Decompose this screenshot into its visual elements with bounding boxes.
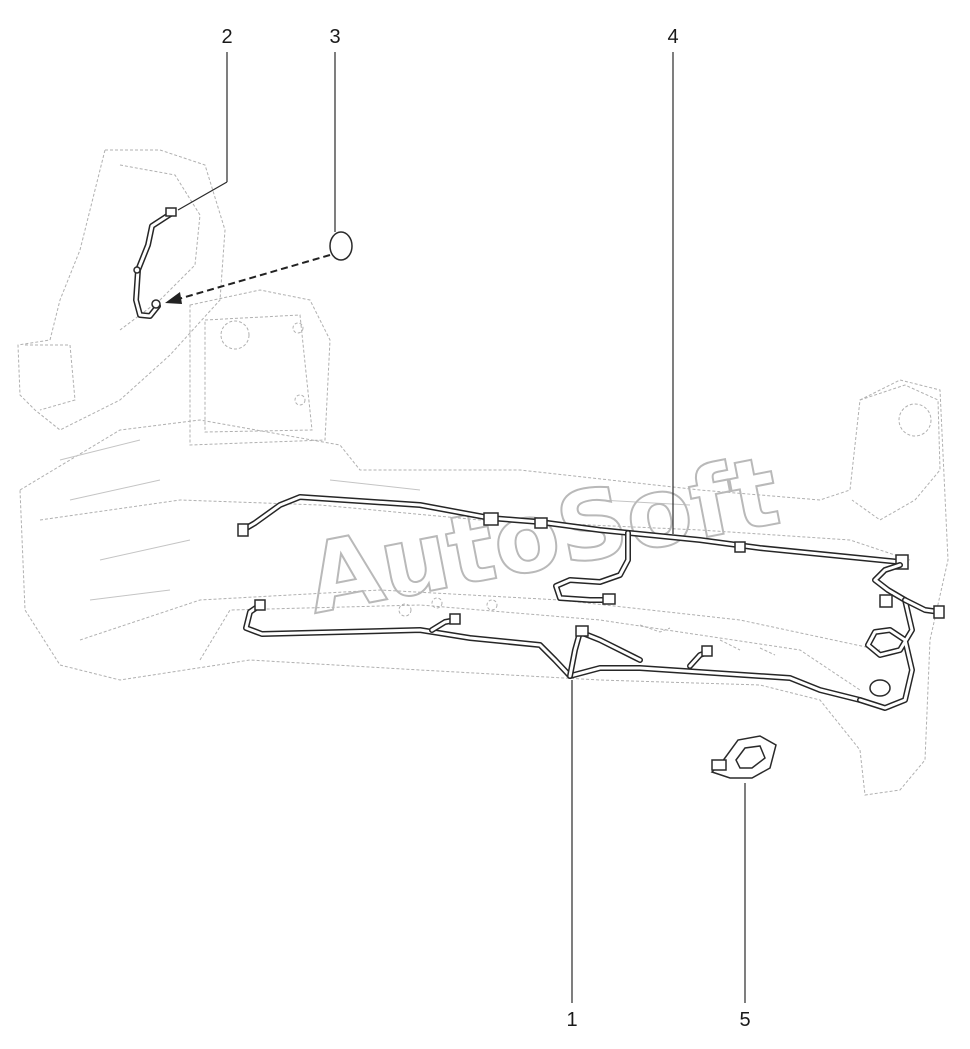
watermark-text: AutoSoft <box>298 435 788 636</box>
install-arrow <box>165 254 331 304</box>
callout-labels: 2 3 4 1 5 <box>221 26 750 1031</box>
body-outline <box>17 149 949 796</box>
callout-1: 1 <box>566 1009 577 1031</box>
part-4-upper-harness <box>237 494 909 605</box>
leader-lines <box>177 52 746 1003</box>
callout-2: 2 <box>221 26 232 48</box>
part-3-grommet <box>329 231 353 261</box>
part-2-side-harness <box>133 207 177 319</box>
part-1-lower-harness <box>243 562 945 711</box>
part-5-bracket <box>710 735 777 779</box>
callout-5: 5 <box>739 1009 750 1031</box>
callout-4: 4 <box>667 26 678 48</box>
callout-3: 3 <box>329 26 340 48</box>
